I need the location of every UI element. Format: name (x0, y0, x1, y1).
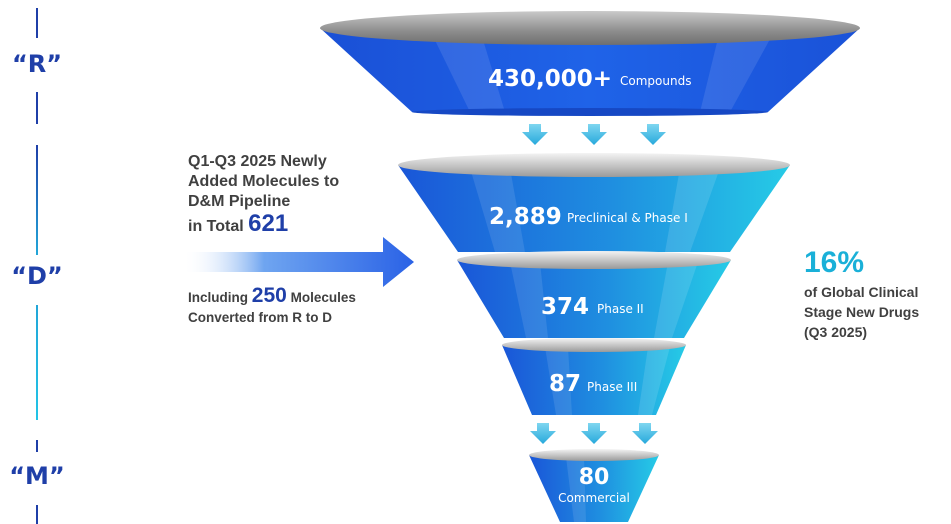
stage-label-r: “R” (11, 50, 63, 78)
axis-line-m-bottom (36, 505, 38, 524)
funnel-segment-1 (320, 11, 860, 116)
intro-line-2: Added Molecules to (188, 173, 340, 190)
intro-block: Q1-Q3 2025 Newly Added Molecules to D&M … (188, 152, 388, 237)
segment-5-value: 80 (579, 465, 610, 490)
axis-line-top (36, 8, 38, 38)
down-arrow-icon (632, 423, 658, 444)
intro-line-4: in Total 621 (188, 212, 388, 237)
stage-label-d: “D” (11, 262, 63, 290)
intro-line-1: Q1-Q3 2025 Newly (188, 153, 327, 170)
conversion-line-1: Including 250 Molecules (188, 284, 408, 308)
segment-1-label: Compounds (620, 74, 691, 88)
intro-total-prefix: in Total (188, 218, 244, 235)
down-arrow-icon (522, 124, 548, 145)
intro-line-3: D&M Pipeline (188, 193, 291, 210)
segment-1-value: 430,000+ (488, 66, 612, 92)
flow-arrow (183, 237, 414, 287)
conversion-suffix: Molecules (290, 290, 356, 305)
stage-label-m: “M” (9, 462, 65, 490)
conversion-prefix: Including (188, 290, 248, 305)
down-arrows-top (522, 124, 666, 145)
axis-line-d-top (36, 145, 38, 255)
segment-3-value: 374 (541, 294, 589, 320)
share-line-2: Stage New Drugs (804, 304, 920, 320)
segment-3-label: Phase II (597, 302, 644, 316)
axis-line-d-bottom (36, 305, 38, 420)
funnel-segment-2 (398, 153, 790, 252)
intro-total: 621 (248, 210, 289, 237)
conversion-count: 250 (251, 284, 287, 307)
segment-4-value: 87 (549, 371, 581, 397)
conversion-line-2: Converted from R to D (188, 310, 333, 325)
share-percent: 16% (804, 246, 865, 279)
down-arrow-icon (530, 423, 556, 444)
segment-5-label: Commercial (558, 491, 630, 505)
share-block: 16% of Global Clinical Stage New Drugs (… (804, 246, 951, 342)
share-line-3: (Q3 2025) (804, 324, 868, 340)
share-line-1: of Global Clinical (804, 284, 919, 300)
down-arrows-bottom (530, 423, 658, 444)
axis-line-m-top (36, 440, 38, 452)
segment-4-label: Phase III (587, 380, 637, 394)
segment-2-value: 2,889 (489, 204, 562, 230)
funnel-segment-5 (529, 449, 659, 522)
axis-line-r-bottom (36, 92, 38, 124)
segment-2-label: Preclinical & Phase I (567, 211, 688, 225)
funnel-segment-3 (457, 251, 731, 338)
down-arrow-icon (581, 423, 607, 444)
down-arrow-icon (581, 124, 607, 145)
down-arrow-icon (640, 124, 666, 145)
conversion-block: Including 250 Molecules Converted from R… (188, 284, 408, 328)
funnel-segment-4 (502, 338, 686, 415)
